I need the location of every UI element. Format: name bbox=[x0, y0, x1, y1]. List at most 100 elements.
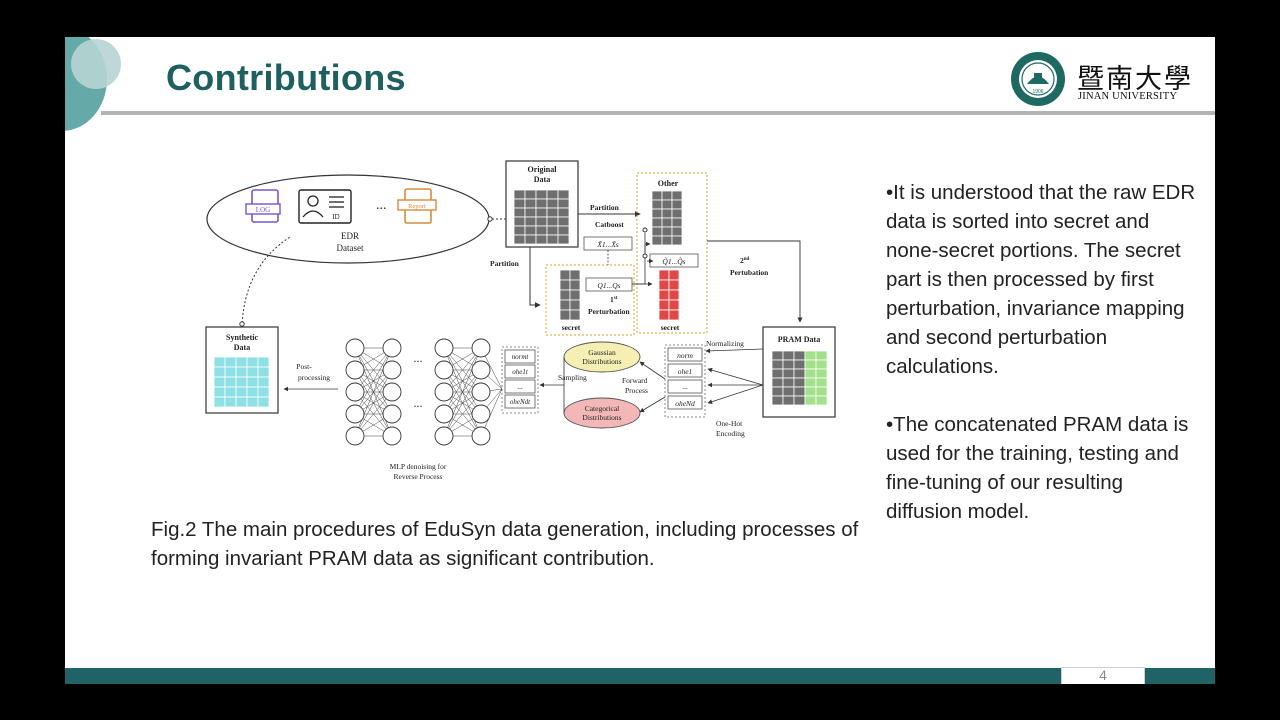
title-divider bbox=[101, 111, 1215, 115]
other-block bbox=[636, 172, 708, 334]
secret-right-grid bbox=[658, 269, 680, 321]
grid-cell bbox=[569, 279, 581, 291]
grid-cell bbox=[546, 225, 559, 236]
mlp-neuron bbox=[471, 426, 491, 446]
grid-cell bbox=[213, 386, 226, 398]
grid-cell bbox=[661, 217, 673, 228]
grid-cell bbox=[235, 356, 248, 368]
pram-data-grid bbox=[771, 350, 828, 406]
grid-cell bbox=[235, 376, 248, 388]
mlp-connection bbox=[354, 369, 393, 437]
mlp-ellipsis: ... bbox=[414, 351, 423, 365]
grid-cell bbox=[671, 226, 683, 237]
forward-label-1: Forward bbox=[622, 376, 648, 385]
norm-box-label: norm bbox=[677, 351, 693, 360]
ohend-t-label: oheNdt bbox=[510, 398, 531, 406]
partition-left-label: Partition bbox=[490, 259, 520, 268]
q-formula: Q1...Qs bbox=[597, 281, 620, 290]
grid-cell bbox=[546, 216, 559, 227]
mlp-connection bbox=[443, 391, 482, 437]
grid-cell bbox=[804, 368, 817, 379]
mlp-label-1: MLP denoising for bbox=[390, 462, 447, 471]
mlp-connection bbox=[443, 347, 482, 437]
bullet-list: •It is understood that the raw EDR data … bbox=[886, 178, 1196, 555]
grid-cell bbox=[546, 207, 559, 218]
grid-cell bbox=[257, 376, 270, 388]
first-pert-label: Perturbation bbox=[588, 307, 630, 316]
grid-cell bbox=[671, 235, 683, 246]
grid-cell bbox=[668, 309, 680, 321]
grid-cell bbox=[535, 216, 548, 227]
grid-cell bbox=[771, 359, 784, 370]
grid-cell bbox=[668, 289, 680, 301]
grid-cell bbox=[224, 366, 237, 378]
original-data-label-1: Original bbox=[528, 165, 558, 174]
mlp-connection bbox=[354, 391, 393, 437]
norm-t-box bbox=[504, 349, 536, 364]
grid-cell bbox=[651, 235, 663, 246]
grid-cell bbox=[815, 395, 828, 406]
grid-cell bbox=[771, 350, 784, 361]
grid-cell bbox=[213, 356, 226, 368]
grid-cell bbox=[213, 376, 226, 388]
grid-cell bbox=[224, 396, 237, 408]
grid-cell bbox=[804, 386, 817, 397]
mlp-connection bbox=[354, 347, 393, 415]
mlp-neuron bbox=[345, 382, 365, 402]
university-name-english: JINAN UNIVERSITY bbox=[1078, 91, 1178, 102]
grid-cell bbox=[513, 207, 526, 218]
grid-cell bbox=[658, 269, 670, 281]
catboost-label: Catboost bbox=[595, 220, 624, 229]
grid-cell bbox=[658, 289, 670, 301]
grid-cell bbox=[815, 377, 828, 388]
grid-cell bbox=[793, 395, 806, 406]
q-box bbox=[585, 277, 633, 292]
svg-text:1st: 1st bbox=[610, 295, 618, 304]
grid-cell bbox=[569, 289, 581, 301]
grid-cell bbox=[524, 207, 537, 218]
grid-cell bbox=[782, 386, 795, 397]
grid-cell bbox=[815, 359, 828, 370]
grid-cell bbox=[235, 396, 248, 408]
grid-cell bbox=[771, 368, 784, 379]
edr-subtitle: Dataset bbox=[337, 243, 364, 253]
grid-cell bbox=[782, 350, 795, 361]
grid-cell bbox=[569, 309, 581, 321]
secret-left-grid bbox=[559, 269, 581, 321]
secret-left-block bbox=[545, 264, 635, 336]
grid-cell bbox=[651, 208, 663, 219]
dots-box bbox=[667, 379, 703, 394]
q-tilde-formula: Q̃1...Q̃s bbox=[662, 257, 685, 266]
bullet-2: •The concatenated PRAM data is used for … bbox=[886, 413, 1189, 523]
grid-cell bbox=[771, 386, 784, 397]
second-pert-label: Pertubation bbox=[730, 268, 769, 277]
slide: Contributions 1906 暨南大學 JINAN UNIVERSITY… bbox=[65, 37, 1215, 684]
grid-cell bbox=[524, 225, 537, 236]
grid-cell bbox=[257, 386, 270, 398]
grid-cell bbox=[546, 234, 559, 245]
grid-cell bbox=[804, 395, 817, 406]
grid-cell bbox=[658, 279, 670, 291]
grid-cell bbox=[793, 386, 806, 397]
decorative-circle-small bbox=[71, 39, 121, 89]
mlp-neuron bbox=[345, 404, 365, 424]
log-label: LOG bbox=[256, 206, 270, 214]
mlp-neuron bbox=[345, 360, 365, 380]
edr-title: EDR bbox=[341, 231, 359, 241]
synthetic-data-grid bbox=[213, 356, 270, 408]
forward-label-2: Process bbox=[625, 386, 648, 395]
second-pert-sup: nd bbox=[744, 257, 750, 262]
report-label: Report bbox=[408, 203, 426, 210]
mlp-connection bbox=[443, 369, 482, 437]
second-pert-num: 2 bbox=[740, 256, 744, 265]
grid-cell bbox=[661, 199, 673, 210]
grid-cell bbox=[557, 216, 570, 227]
university-name-chinese: 暨南大學 bbox=[1077, 64, 1193, 95]
page-number: 4 bbox=[1099, 667, 1107, 683]
mlp-connection bbox=[443, 347, 482, 393]
grid-cell bbox=[569, 299, 581, 311]
grid-cell bbox=[557, 189, 570, 200]
grid-cell bbox=[793, 359, 806, 370]
mlp-neuron bbox=[434, 338, 454, 358]
grid-cell bbox=[782, 377, 795, 388]
